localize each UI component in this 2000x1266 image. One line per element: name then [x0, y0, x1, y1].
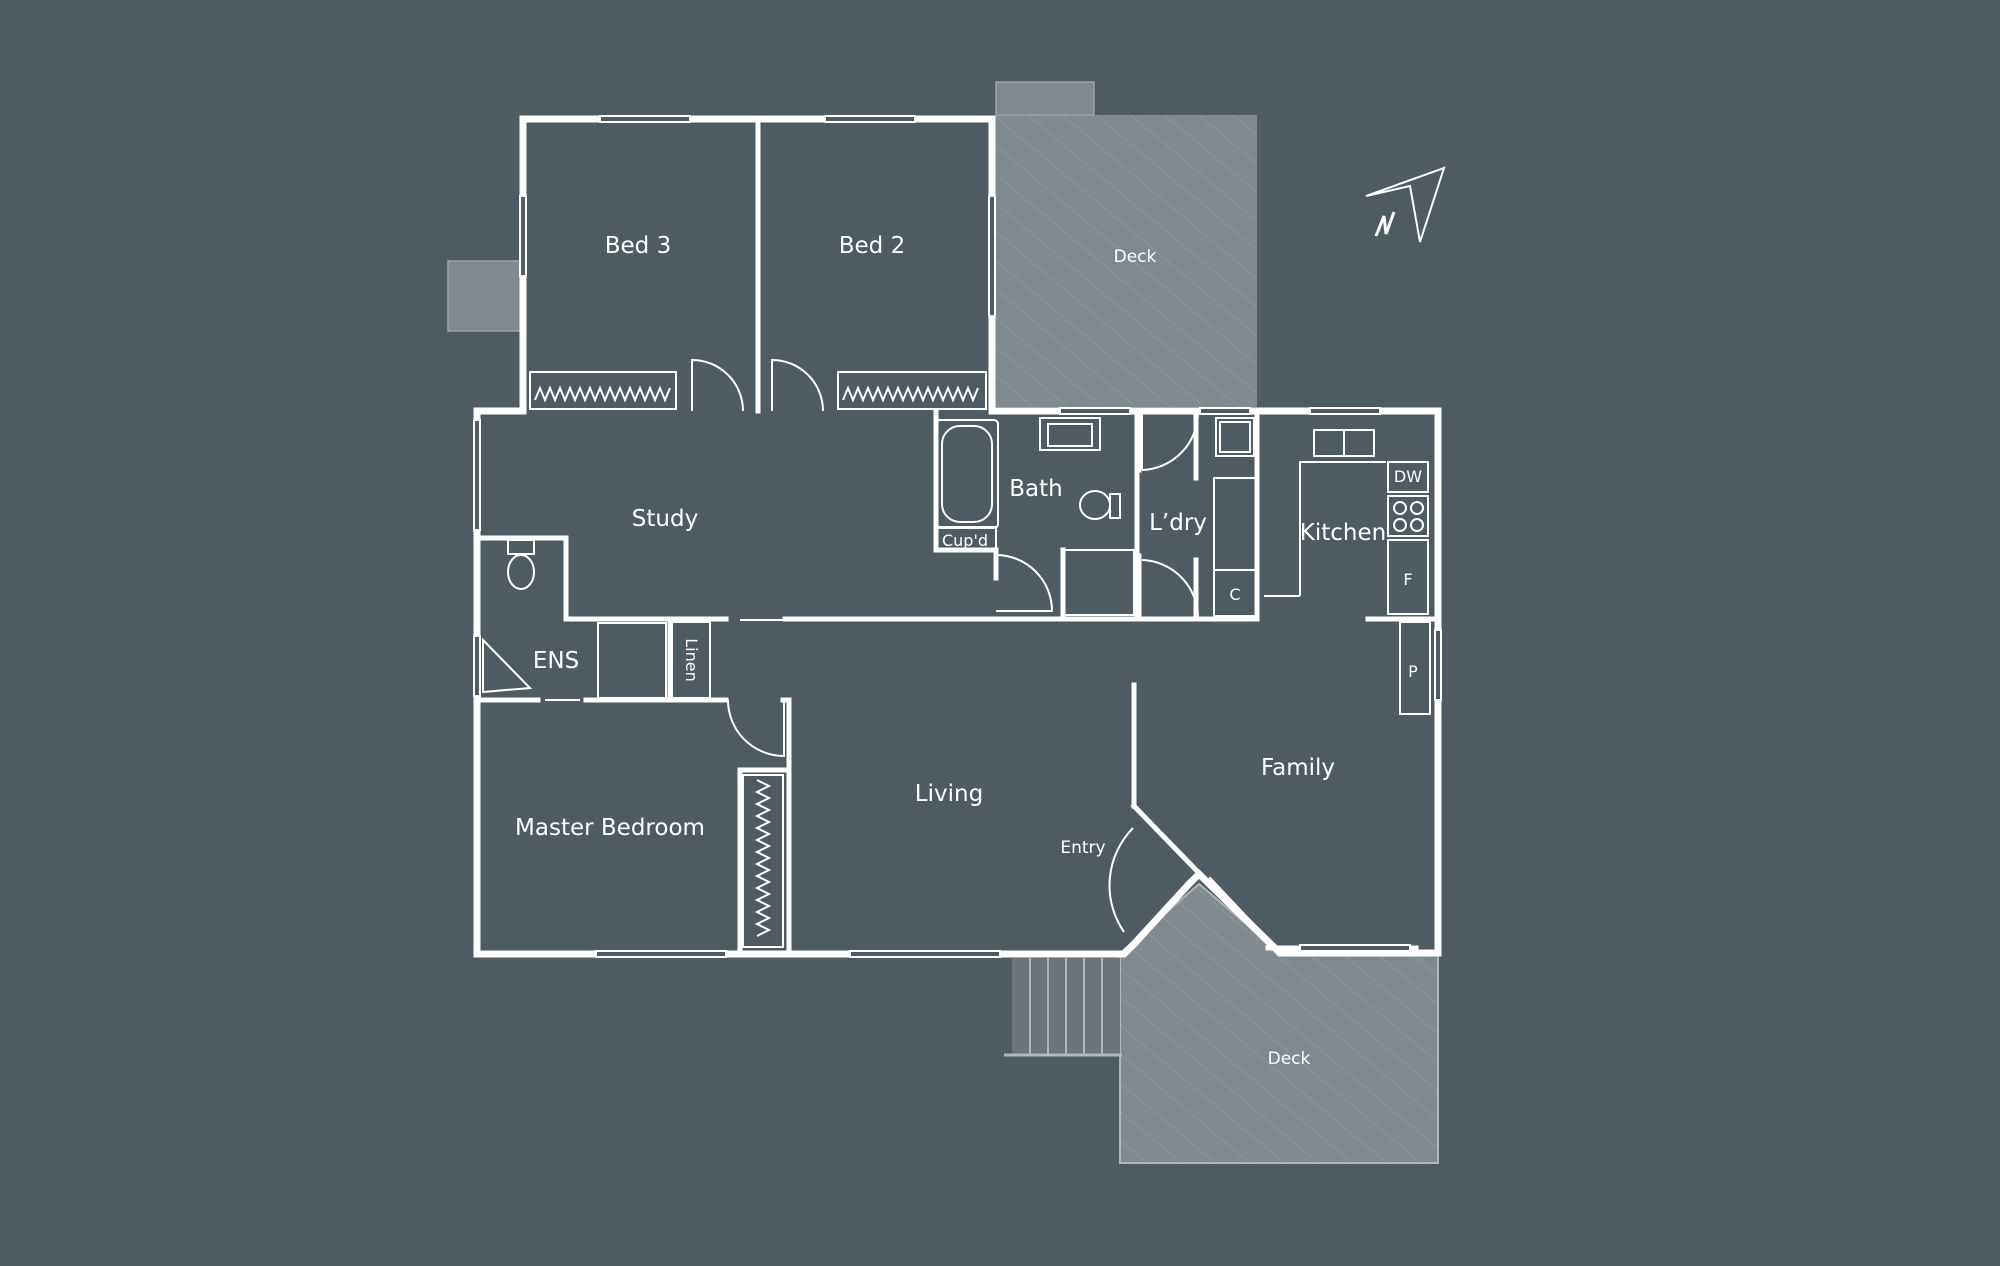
label-fridge: F [1403, 570, 1412, 589]
linen-cupboard [671, 621, 711, 699]
room-label-kitchen: Kitchen [1300, 520, 1386, 546]
windows [473, 115, 1442, 958]
room-label-master-bedroom: Master Bedroom [515, 815, 705, 841]
room-label-study: Study [632, 506, 698, 532]
room-label-entry: Entry [1060, 838, 1105, 858]
room-label-laundry-cupboard: C [1229, 585, 1240, 604]
room-label-cupboard: Cup'd [942, 531, 988, 550]
north-arrow-icon [1365, 166, 1446, 243]
wardrobes [529, 371, 987, 948]
room-label-ensuite: ENS [533, 648, 579, 674]
room-label-linen: Linen [682, 638, 701, 681]
shower-icon [1061, 549, 1135, 616]
cooktop-icon [1387, 495, 1429, 537]
deck-rear [995, 115, 1257, 407]
room-label-bed-2: Bed 2 [839, 233, 905, 259]
ensuite-vanity [482, 637, 533, 694]
doors [545, 358, 1200, 933]
room-label-deck-rear: Deck [1114, 247, 1157, 267]
laundry-tub-icon [1215, 417, 1255, 457]
ensuite-shower [597, 622, 667, 699]
room-labels: Bed 3 Bed 2 Deck Study Bath Cup'd L’dry … [515, 233, 1422, 1069]
front-steps [1004, 958, 1122, 1057]
side-landing [447, 260, 523, 332]
bathtub-icon [941, 425, 993, 523]
room-label-laundry: L’dry [1149, 510, 1207, 536]
fridge-icon [1387, 539, 1429, 615]
label-dishwasher: DW [1394, 467, 1422, 486]
room-label-bath: Bath [1009, 476, 1062, 502]
room-label-living: Living [915, 781, 983, 807]
basin-icon [1039, 417, 1101, 451]
deck-rear-step [995, 81, 1095, 116]
room-label-deck-front: Deck [1268, 1049, 1311, 1069]
kitchen-bench [1299, 461, 1386, 596]
label-pantry: P [1408, 662, 1418, 681]
pantry-icon [1399, 621, 1431, 715]
room-label-bed-3: Bed 3 [605, 233, 671, 259]
fixtures [482, 417, 1431, 715]
laundry-cupboard [1213, 477, 1257, 617]
room-label-family: Family [1261, 755, 1335, 781]
